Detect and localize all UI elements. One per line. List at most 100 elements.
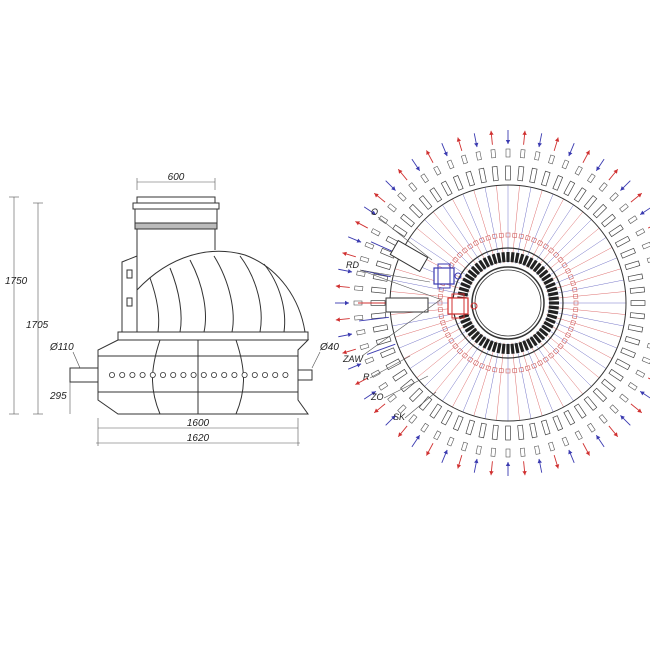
pink-marker <box>536 239 544 247</box>
inner-block <box>501 343 506 354</box>
pink-marker <box>561 337 568 344</box>
inner-block <box>543 320 554 329</box>
flow-arrow-head <box>568 151 573 157</box>
outlet-pipe-label: Ø40 <box>319 342 339 353</box>
outer-tooth <box>392 224 408 238</box>
perforation-hole <box>231 371 238 378</box>
leader-line <box>359 269 431 283</box>
perforation-hole <box>272 371 279 378</box>
outer-tooth-small <box>646 256 650 263</box>
outer-tooth <box>529 167 538 184</box>
inner-block <box>491 341 498 353</box>
pink-marker <box>437 300 443 306</box>
dome-rib <box>169 267 182 333</box>
leader-line <box>359 269 443 301</box>
outer-tooth <box>563 409 576 426</box>
outer-tooth-small <box>609 192 619 202</box>
radial-drainage-pattern <box>335 130 650 476</box>
flow-arrow-head <box>554 464 560 469</box>
flow-arrow-head <box>335 284 341 289</box>
radial-line <box>547 306 626 315</box>
inner-block <box>545 282 556 289</box>
flow-arrow-head <box>505 140 511 144</box>
outer-tooth-small <box>548 441 555 452</box>
outer-tooth <box>392 368 408 382</box>
pink-marker <box>452 342 459 350</box>
perforation-hole <box>119 371 126 378</box>
outer-tooth <box>400 213 415 228</box>
pink-marker <box>505 368 511 374</box>
inner-block <box>525 338 534 349</box>
flow-arrow-head <box>474 458 479 464</box>
pink-marker <box>478 237 485 244</box>
pink-marker <box>542 243 549 250</box>
outer-tooth <box>380 347 396 359</box>
label-rd: RD <box>346 260 359 270</box>
outer-tooth-small <box>461 441 468 452</box>
flow-arrow-head <box>637 193 642 198</box>
outer-tooth <box>608 224 624 238</box>
radial-line <box>432 333 483 395</box>
outer-tooth-small <box>370 228 381 237</box>
flow-arrow-head <box>374 408 379 413</box>
outer-tooth <box>620 247 636 259</box>
outer-tooth-small <box>641 241 650 250</box>
outer-tooth-small <box>505 148 511 158</box>
flow-arrow-head <box>335 317 341 322</box>
flow-arrow-head <box>585 451 590 456</box>
inner-block <box>525 257 534 268</box>
outer-tooth-small <box>354 314 364 321</box>
radial-line <box>511 342 520 421</box>
perforation-hole <box>149 371 156 378</box>
outer-tooth <box>372 324 389 333</box>
dim-inlet-height-label: 295 <box>49 391 67 402</box>
pink-marker <box>440 319 446 326</box>
pink-marker <box>573 300 579 306</box>
inner-block <box>518 253 525 265</box>
radial-line <box>547 291 626 300</box>
inner-block <box>532 333 542 344</box>
radial-line <box>484 187 501 264</box>
flow-arrow-head <box>537 458 542 464</box>
inner-block <box>460 317 471 324</box>
outer-tooth <box>517 424 525 440</box>
radial-line <box>526 338 564 408</box>
radial-line <box>452 198 490 268</box>
inner-block <box>510 343 515 354</box>
inner-block <box>496 342 502 354</box>
dome-rib <box>189 259 206 333</box>
inner-block <box>482 338 491 349</box>
outer-tooth-small <box>370 369 381 378</box>
inner-block <box>506 252 510 262</box>
inner-block <box>464 273 475 282</box>
leader-line <box>404 391 437 419</box>
radial-line <box>536 219 592 275</box>
flow-arrow-head <box>474 142 479 148</box>
pink-marker <box>437 307 443 313</box>
outer-tooth-small <box>446 436 455 447</box>
flow-arrow-head <box>342 251 347 257</box>
radial-line <box>546 314 621 338</box>
inner-block <box>547 291 559 297</box>
outer-tooth <box>540 170 551 187</box>
flow-arrow-head <box>391 186 396 191</box>
flow-arrow-head <box>585 150 590 155</box>
flow-arrow-head <box>398 432 403 437</box>
radial-line <box>515 342 532 419</box>
flow-arrow-head <box>355 221 360 226</box>
inner-block <box>545 317 556 324</box>
outer-tooth-small <box>433 430 442 441</box>
outer-tooth-small <box>420 173 429 184</box>
perforation-hole <box>170 371 177 378</box>
outer-tooth <box>592 203 608 219</box>
pink-marker <box>557 342 564 350</box>
pink-marker <box>524 365 531 371</box>
inner-block <box>470 265 481 276</box>
outer-tooth-small <box>356 270 366 277</box>
inner-block <box>538 269 549 279</box>
pink-marker <box>492 233 498 240</box>
outer-tooth <box>552 415 564 431</box>
perforation-hole <box>241 371 248 378</box>
